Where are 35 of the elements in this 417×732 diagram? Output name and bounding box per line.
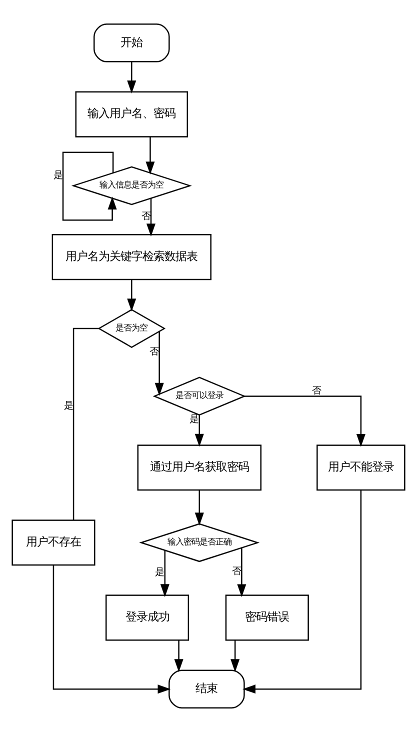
arrow <box>242 490 362 694</box>
arrow <box>146 198 156 237</box>
arrow <box>154 331 164 396</box>
node-diamond: 是否为空 <box>98 309 166 348</box>
node-box: 通过用户名获取密码 <box>137 444 262 491</box>
arrow <box>146 136 155 174</box>
node-box: 用户名为关键字检索数据表 <box>52 234 212 280</box>
arrow <box>160 550 170 598</box>
arrow <box>194 490 204 526</box>
node-box: 开始 <box>94 24 170 62</box>
edge-label: 否 <box>232 566 241 577</box>
arrow <box>194 415 204 447</box>
node-box: 结束 <box>168 670 245 708</box>
node-box: 登录成功 <box>105 594 190 641</box>
edge-label: 是 <box>155 567 164 578</box>
node-box: 用户不能登录 <box>316 444 406 491</box>
arrow <box>127 280 136 312</box>
node-diamond: 输入信息是否为空 <box>71 166 192 206</box>
node-box: 输入用户名、密码 <box>75 91 188 138</box>
edge-label: 是 <box>53 170 62 182</box>
arrow <box>237 548 246 598</box>
edge-label: 否 <box>312 385 322 396</box>
connector <box>72 328 99 520</box>
arrow <box>244 396 366 447</box>
edge-label: 是 <box>64 400 73 412</box>
node-diamond: 输入密码是否正确 <box>139 523 260 562</box>
arrow <box>52 565 171 694</box>
arrow <box>62 152 117 221</box>
edge-label: 是 <box>190 414 199 425</box>
arrow <box>230 640 240 672</box>
node-box: 用户不存在 <box>12 520 96 566</box>
edge-label: 否 <box>141 210 150 222</box>
arrow <box>127 62 136 94</box>
arrow <box>174 640 184 672</box>
node-box: 密码错误 <box>225 594 309 641</box>
